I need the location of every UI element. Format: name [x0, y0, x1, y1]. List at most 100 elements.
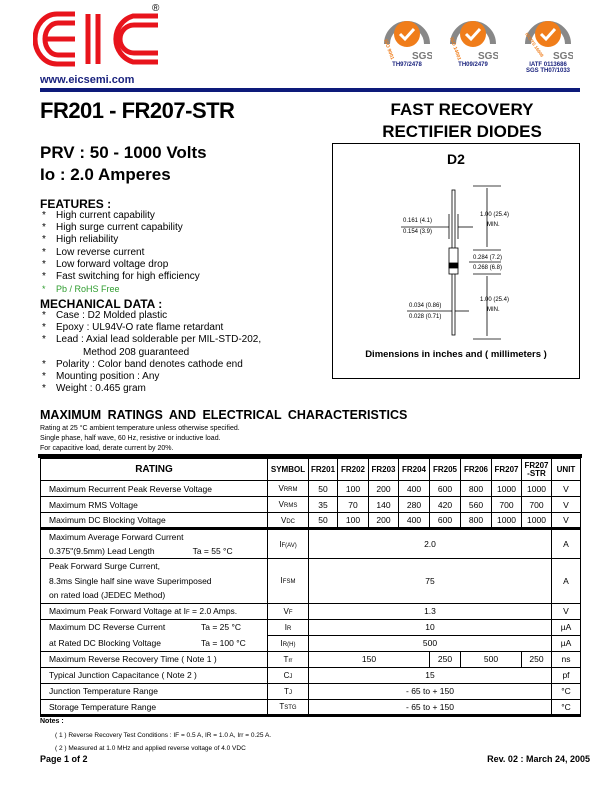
table-cell: V [551, 512, 581, 530]
svg-text:MIN.: MIN. [487, 307, 500, 313]
table-row: Typical Junction Capacitance ( Note 2 ) … [40, 666, 581, 684]
page-number: Page 1 of 2 [40, 754, 88, 764]
table-cell: IFSM [267, 558, 309, 604]
svg-text:SGS: SGS [553, 51, 573, 62]
table-cell: TSTG [267, 698, 309, 717]
table-cell: VRMS [267, 496, 309, 513]
list-item: Case : D2 Molded plastic [42, 310, 261, 322]
table-top-rule [38, 454, 582, 458]
table-cell: FR203 [368, 458, 399, 481]
table-cell: FR201 [308, 458, 338, 481]
table-cell: Maximum Reverse Recovery Time ( Note 1 ) [40, 650, 268, 668]
table-cell: 1.3 [308, 602, 552, 620]
table-cell: 400 [398, 512, 430, 530]
svg-text:SGS: SGS [412, 51, 432, 62]
cert-standard: ISO 9001 [382, 39, 395, 61]
table-cell: µA [551, 618, 581, 636]
table-cell: 15 [308, 666, 552, 684]
table-cell: VF [267, 602, 309, 620]
svg-text:0.268 (6.8): 0.268 (6.8) [473, 265, 502, 271]
mechanical-heading: MECHANICAL DATA : [40, 297, 163, 311]
table-cell: 1000 [521, 512, 552, 530]
table-cell: 50 [308, 480, 338, 497]
list-item: High current capability [42, 210, 200, 222]
table-cell: FR202 [337, 458, 369, 481]
table-cell: 10 [308, 618, 552, 636]
table-cell: Maximum Recurrent Peak Reverse Voltage [40, 480, 268, 497]
website-link[interactable]: www.eicsemi.com [40, 74, 135, 86]
table-cell: FR206 [460, 458, 492, 481]
svg-text:0.034 (0.86): 0.034 (0.86) [409, 303, 441, 309]
table-cell: TJ [267, 682, 309, 700]
table-cell: °C [551, 698, 581, 717]
table-cell: 70 [337, 496, 369, 513]
sgs-cert-icon: SGS ISO 9001 [382, 21, 432, 62]
package-drawing-box: D2 0.161 (4.1)0.154 (3.9) 1.00 (25.4)MIN… [332, 143, 580, 379]
table-cell: 800 [460, 480, 492, 497]
package-name: D2 [447, 151, 465, 167]
note-1: ( 1 ) Reverse Recovery Test Conditions :… [55, 732, 272, 739]
table-cell: 140 [368, 496, 399, 513]
table-cell: 600 [429, 480, 461, 497]
list-item-continued: Method 208 guaranteed [83, 346, 190, 358]
table-cell: 1000 [491, 512, 522, 530]
table-cell: 75 [308, 558, 552, 604]
mechanical-list: Case : D2 Molded plastic Epoxy : UL94V-O… [42, 310, 261, 395]
list-item: High surge current capability [42, 222, 200, 234]
table-cell: pf [551, 666, 581, 684]
svg-text:0.154 (3.9): 0.154 (3.9) [403, 229, 432, 235]
table-cell: 800 [460, 512, 492, 530]
table-cell: FR205 [429, 458, 461, 481]
features-heading: FEATURES : [40, 197, 112, 211]
table-cell: Maximum RMS Voltage [40, 496, 268, 513]
table-cell: 500 [308, 634, 552, 652]
svg-text:0.028 (0.71): 0.028 (0.71) [409, 314, 441, 320]
table-row: Maximum Reverse Recovery Time ( Note 1 )… [40, 650, 581, 668]
list-item: Low forward voltage drop [42, 259, 200, 271]
table-cell: 700 [521, 496, 552, 513]
table-cell: UNIT [551, 458, 581, 481]
table-cell: 250 [521, 650, 552, 668]
table-cell: 200 [368, 512, 399, 530]
table-cell: 250 [429, 650, 461, 668]
table-cell: FR204 [398, 458, 430, 481]
table-row: Maximum Peak Forward Voltage at IF = 2.0… [40, 602, 581, 620]
prv-text: PRV : 50 - 1000 Volts [40, 143, 207, 162]
ratings-heading: MAXIMUM RATINGS AND ELECTRICAL CHARACTER… [40, 408, 408, 422]
table-cell: 600 [429, 512, 461, 530]
list-item: Lead : Axial lead solderable per MIL-STD… [42, 334, 261, 346]
table-cell: VRRM [267, 480, 309, 497]
note-2: ( 2 ) Measured at 1.0 MHz and applied re… [55, 745, 246, 752]
ratings-conditions: Rating at 25 °C ambient temperature unle… [40, 425, 240, 452]
list-item: Epoxy : UL94V-O rate flame retardant [42, 322, 261, 334]
table-cell: A [551, 558, 581, 604]
registered-mark: ® [152, 3, 160, 14]
table-cell: V [551, 480, 581, 497]
table-cell: 50 [308, 512, 338, 530]
svg-text:1.00 (25.4): 1.00 (25.4) [480, 212, 509, 218]
table-cell: VDC [267, 512, 309, 530]
table-cell: 700 [491, 496, 522, 513]
table-cell: V [551, 602, 581, 620]
table-cell: 200 [368, 480, 399, 497]
table-cell: Storage Temperature Range [40, 698, 268, 717]
list-item: Mounting position : Any [42, 371, 261, 383]
table-cell: 35 [308, 496, 338, 513]
list-item: Fast switching for high efficiency [42, 271, 200, 283]
revision-date: Rev. 02 : March 24, 2005 [487, 754, 590, 764]
svg-text:MIN.: MIN. [487, 222, 500, 228]
cert-standard: ISO 14001 [448, 37, 462, 62]
table-cell: IF(AV) [267, 528, 309, 559]
table-cell: Maximum DC Blocking Voltage [40, 512, 268, 530]
svg-text:SGS: SGS [478, 51, 498, 62]
table-cell: CJ [267, 666, 309, 684]
